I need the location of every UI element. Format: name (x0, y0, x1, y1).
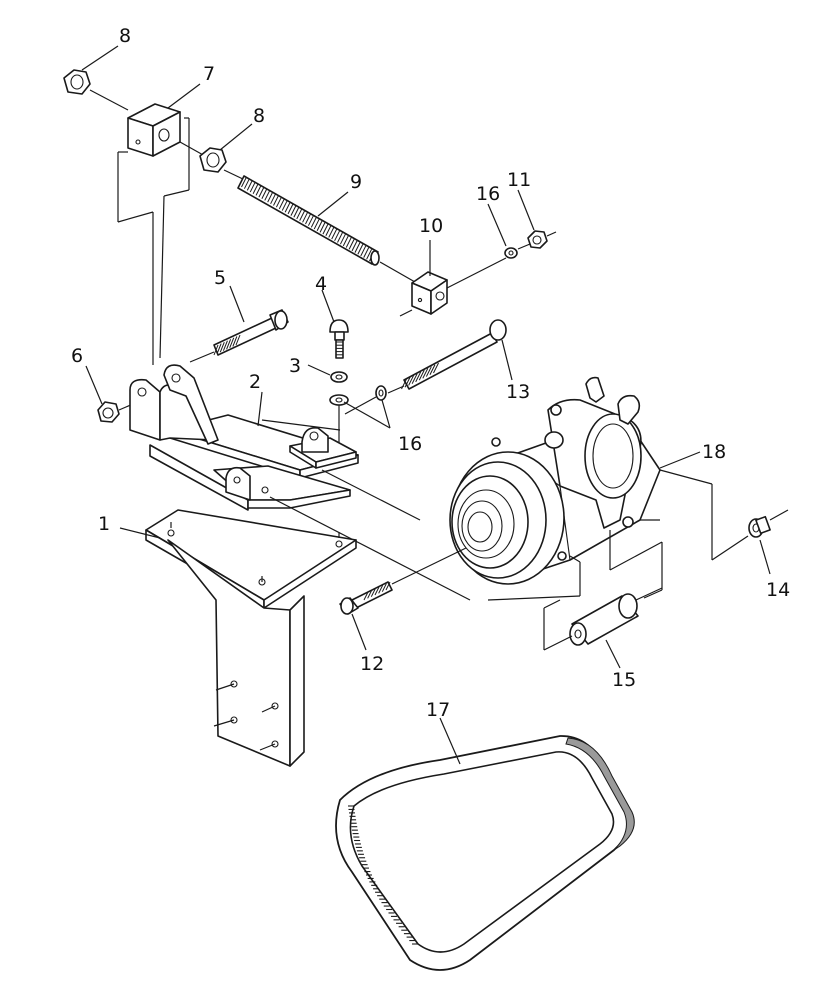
bushing-14 (748, 509, 789, 538)
spacer-sleeve-15 (543, 587, 663, 651)
callout-18: 18 (702, 441, 726, 463)
bolt-4 (329, 319, 349, 359)
bolt-13 (387, 319, 507, 394)
callout-4: 4 (315, 273, 327, 295)
callout-8-middle: 8 (253, 105, 265, 127)
hex-nut-8-middle (199, 147, 246, 181)
washer-16-lower (329, 394, 349, 406)
hex-nut-6 (97, 401, 134, 423)
threaded-rod-9 (237, 175, 416, 283)
callout-14: 14 (766, 579, 790, 601)
callout-16-top: 16 (476, 183, 500, 205)
callout-12: 12 (360, 653, 384, 675)
bolt-12 (339, 547, 467, 615)
callout-numbers: 8 7 8 9 10 16 11 5 4 3 2 6 13 16 18 1 12… (71, 25, 790, 721)
callout-11: 11 (507, 169, 531, 191)
v-belt-17 (335, 735, 635, 971)
hex-nut-8-top (63, 69, 129, 111)
washer-16-top (504, 243, 531, 259)
callout-6: 6 (71, 345, 83, 367)
adjuster-block-10 (399, 257, 507, 317)
callout-1: 1 (98, 513, 110, 535)
bolt-5 (189, 309, 289, 363)
callout-3: 3 (289, 355, 301, 377)
ac-compressor-18 (449, 376, 749, 601)
callout-9: 9 (350, 171, 362, 193)
support-plate-1 (145, 509, 357, 767)
washer-3 (330, 371, 348, 383)
callout-10: 10 (419, 215, 443, 237)
callout-15: 15 (612, 669, 636, 691)
mounting-bracket-2 (129, 364, 471, 601)
callout-2: 2 (249, 371, 261, 393)
hex-nut-11 (527, 230, 557, 249)
callout-8-top: 8 (119, 25, 131, 47)
washer-16-bolt13 (344, 385, 387, 415)
callout-17: 17 (426, 699, 450, 721)
callout-13: 13 (506, 381, 530, 403)
adjuster-block-7 (117, 103, 206, 365)
callout-5: 5 (214, 267, 226, 289)
callout-16-lower: 16 (398, 433, 422, 455)
callout-leaders (81, 45, 771, 765)
callout-7: 7 (203, 63, 215, 85)
